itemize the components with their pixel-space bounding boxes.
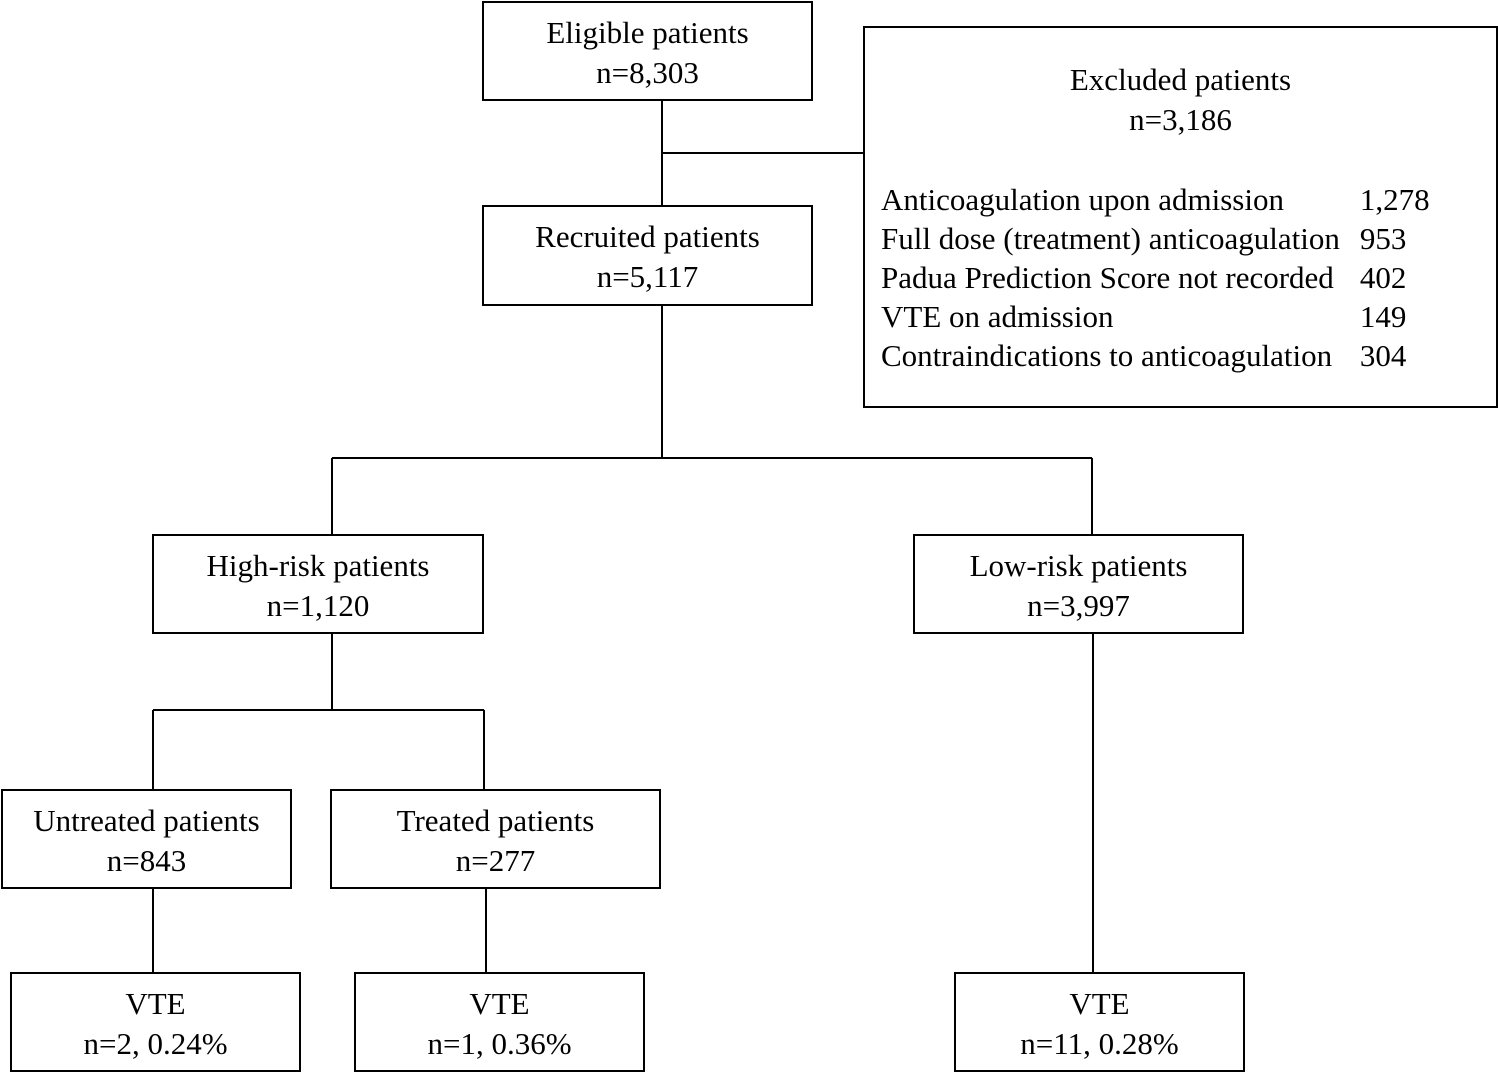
vte-low-risk-title: VTE (1069, 986, 1130, 1021)
treated-patients-title: Treated patients (396, 803, 595, 838)
eligible-patients-box: Eligible patients n=8,303 (482, 1, 813, 101)
vte-low-risk-box: VTE n=11, 0.28% (954, 972, 1245, 1072)
high-risk-patients-count: n=1,120 (266, 588, 370, 623)
recruited-patients-title: Recruited patients (535, 219, 760, 254)
exclusion-reason-value: 1,278 (1359, 182, 1430, 217)
vte-untreated-title: VTE (125, 986, 186, 1021)
recruited-patients-box: Recruited patients n=5,117 (482, 205, 813, 306)
exclusion-reason-row: Anticoagulation upon admission 1,278 (881, 180, 1430, 219)
untreated-patients-title: Untreated patients (33, 803, 260, 838)
vte-low-risk-count: n=11, 0.28% (1020, 1026, 1179, 1061)
eligible-patients-count: n=8,303 (596, 55, 699, 90)
exclusion-reason-value: 402 (1359, 260, 1407, 295)
high-risk-patients-title: High-risk patients (206, 548, 430, 583)
exclusion-reason-row: Full dose (treatment) anticoagulation 95… (881, 219, 1430, 258)
treated-patients-count: n=277 (455, 843, 536, 878)
untreated-patients-count: n=843 (106, 843, 187, 878)
exclusion-reason-value: 304 (1359, 338, 1407, 373)
eligible-patients-title: Eligible patients (546, 15, 749, 50)
vte-untreated-count: n=2, 0.24% (83, 1026, 228, 1061)
low-risk-patients-title: Low-risk patients (969, 548, 1188, 583)
low-risk-patients-count: n=3,997 (1027, 588, 1130, 623)
vte-treated-count: n=1, 0.36% (427, 1026, 572, 1061)
high-risk-patients-box: High-risk patients n=1,120 (152, 534, 484, 634)
exclusion-reason-row: Padua Prediction Score not recorded 402 (881, 258, 1430, 297)
low-risk-patients-box: Low-risk patients n=3,997 (913, 534, 1244, 634)
exclusion-reason-label: Padua Prediction Score not recorded (881, 260, 1334, 295)
recruited-patients-count: n=5,117 (596, 259, 699, 294)
exclusion-reason-row: VTE on admission 149 (881, 297, 1430, 336)
excluded-patients-box: Excluded patients n=3,186 Anticoagulatio… (863, 26, 1498, 408)
exclusion-reason-label: Contraindications to anticoagulation (881, 338, 1333, 373)
excluded-patients-count: n=3,186 (1129, 102, 1232, 137)
exclusion-reason-row: Contraindications to anticoagulation 304 (881, 336, 1430, 375)
exclusion-reason-value: 953 (1359, 221, 1407, 256)
treated-patients-box: Treated patients n=277 (330, 789, 661, 889)
exclusion-reason-label: Anticoagulation upon admission (881, 182, 1284, 217)
vte-treated-box: VTE n=1, 0.36% (354, 972, 645, 1072)
excluded-patients-title: Excluded patients (1069, 62, 1292, 97)
exclusion-reason-value: 149 (1359, 299, 1407, 334)
untreated-patients-box: Untreated patients n=843 (1, 789, 292, 889)
exclusion-reason-label: VTE on admission (881, 299, 1114, 334)
vte-treated-title: VTE (469, 986, 530, 1021)
vte-untreated-box: VTE n=2, 0.24% (10, 972, 301, 1072)
exclusion-reason-label: Full dose (treatment) anticoagulation (881, 221, 1340, 256)
exclusion-reasons-table: Anticoagulation upon admission 1,278 Ful… (881, 180, 1430, 375)
